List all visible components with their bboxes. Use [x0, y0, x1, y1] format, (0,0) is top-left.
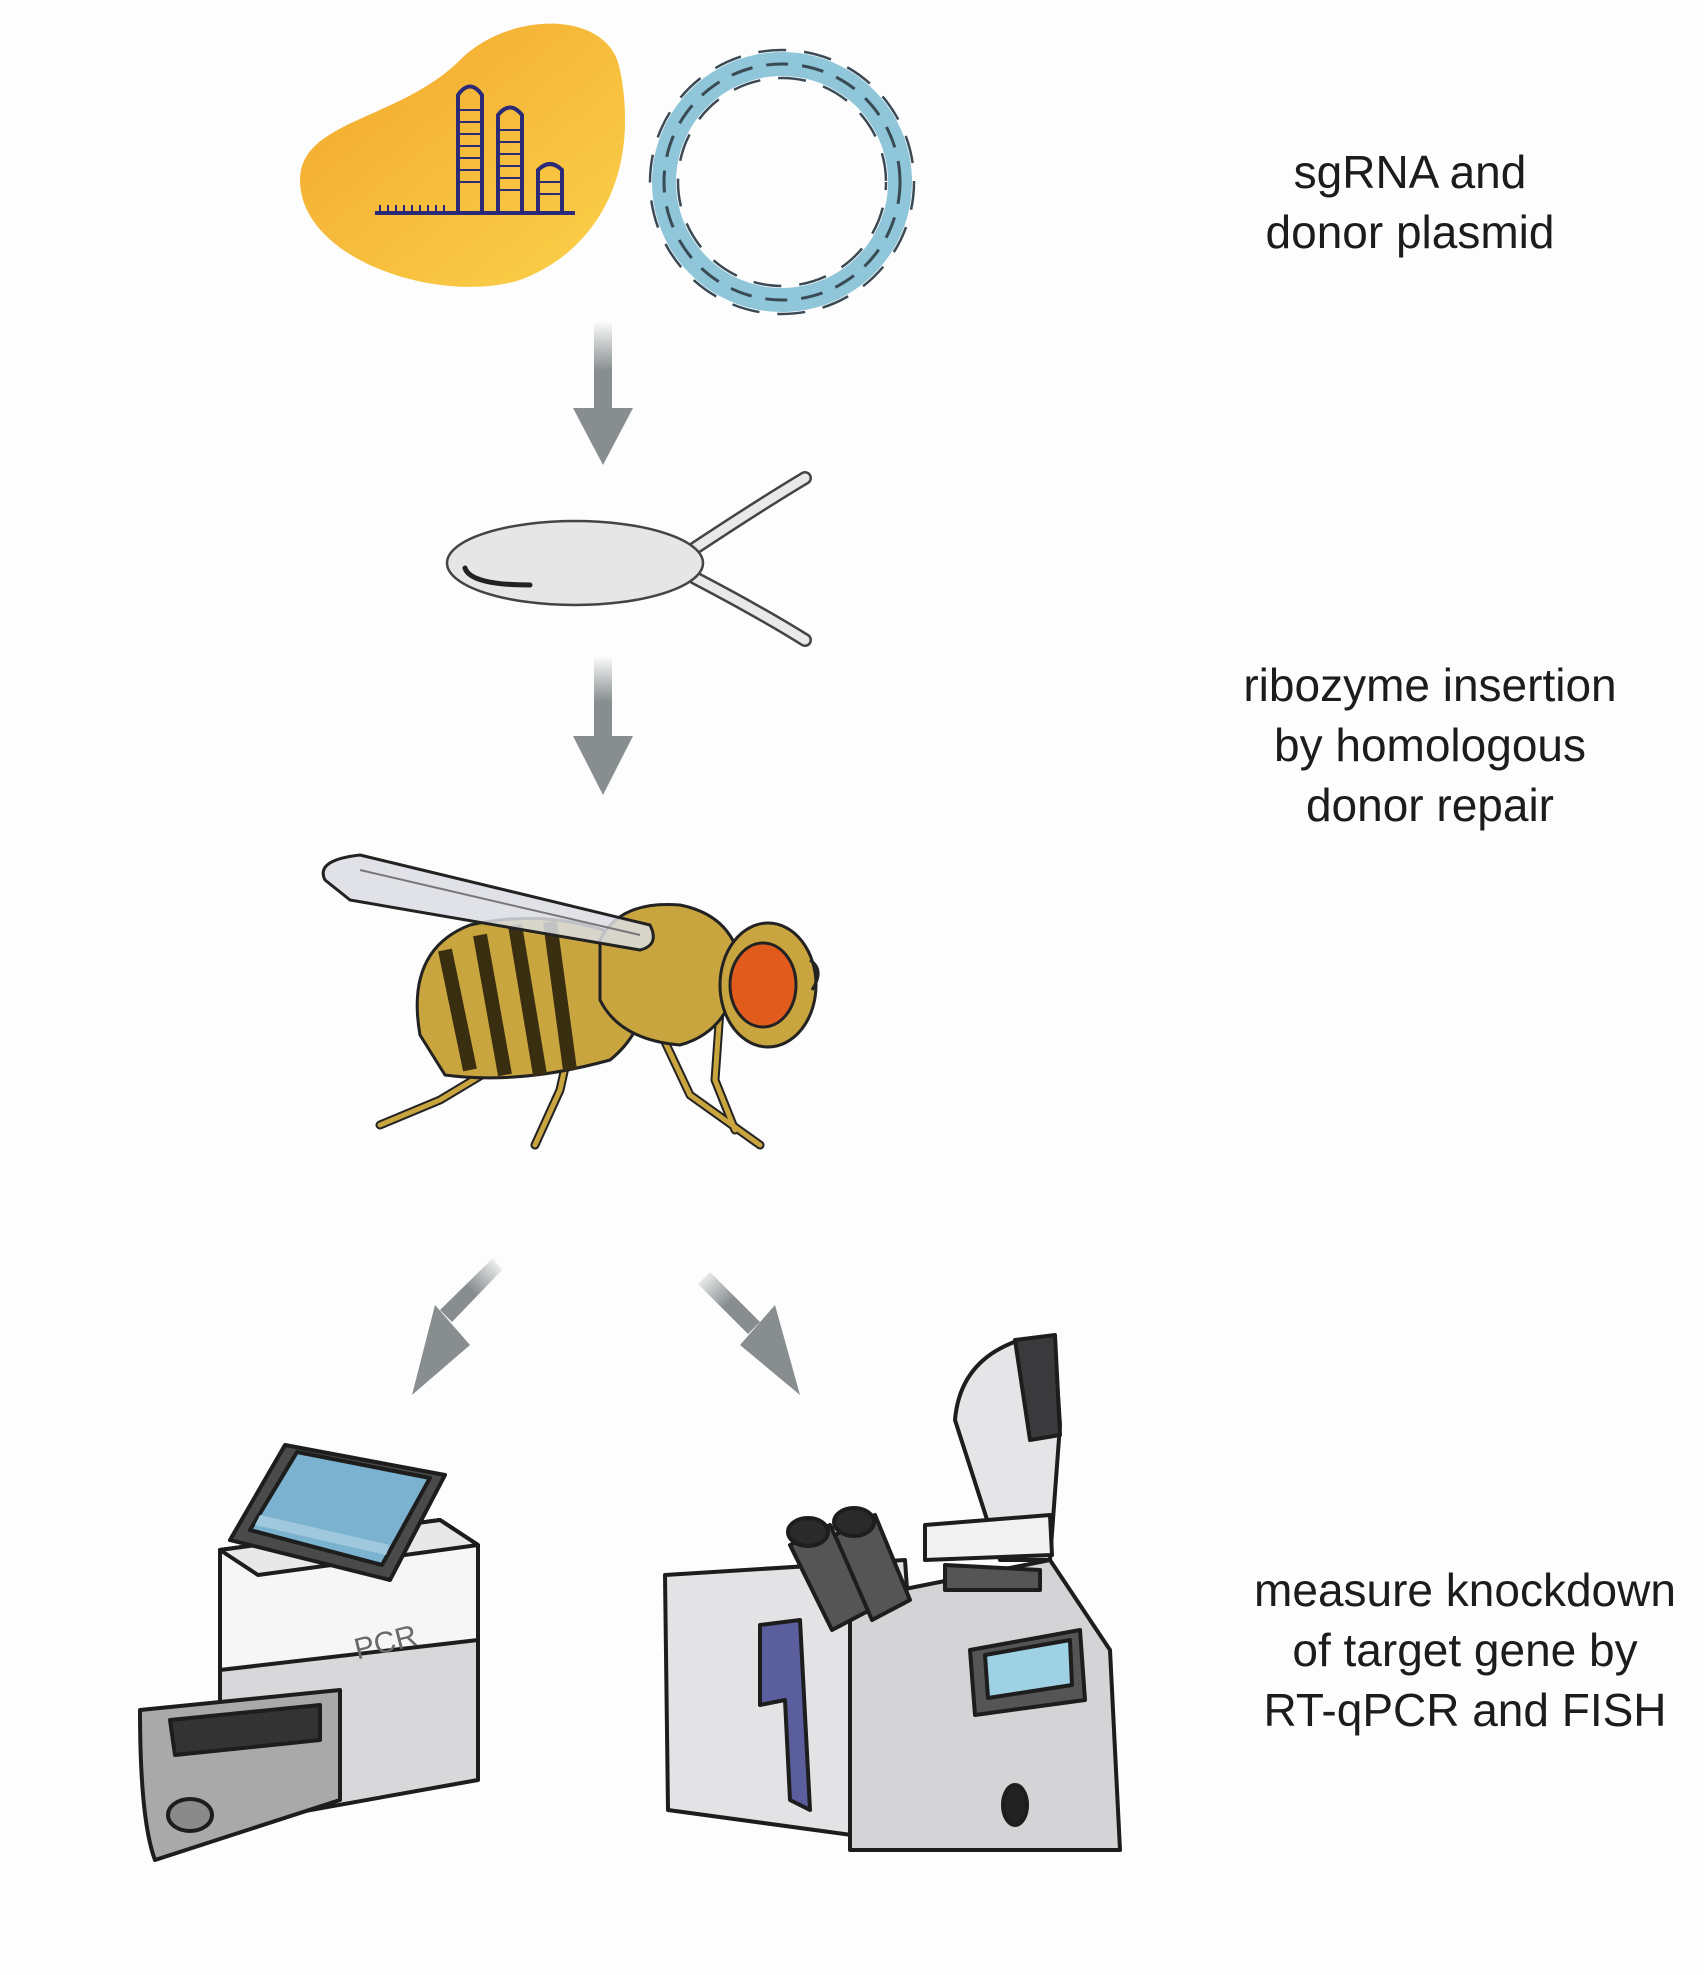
step2-line: ribozyme insertion	[1243, 659, 1617, 711]
step-label-measure-knockdown: measure knockdown of target gene by RT-q…	[1225, 1560, 1704, 1740]
step-label-ribozyme-insertion: ribozyme insertion by homologous donor r…	[1170, 655, 1690, 835]
plasmid-icon	[648, 48, 916, 316]
step1-line: sgRNA and	[1293, 146, 1527, 198]
microscope-icon	[663, 1333, 1122, 1852]
sgrna-icon	[300, 23, 626, 287]
fly-icon	[321, 853, 820, 1150]
pcr-machine-icon	[138, 1443, 480, 1862]
arrow-down-2	[573, 655, 633, 795]
arrow-down-right	[698, 1272, 800, 1395]
step2-line: by homologous	[1274, 719, 1586, 771]
step3-line: RT-qPCR and FISH	[1263, 1684, 1667, 1736]
step3-line: of target gene by	[1292, 1624, 1638, 1676]
step-label-sgrna-plasmid: sgRNA and donor plasmid	[1180, 142, 1640, 262]
step2-line: donor repair	[1305, 779, 1555, 831]
embryo-icon	[445, 471, 812, 647]
step1-line: donor plasmid	[1265, 206, 1555, 258]
arrow-down-1	[573, 320, 633, 465]
step3-line: measure knockdown	[1254, 1564, 1676, 1616]
arrow-down-left	[412, 1258, 502, 1395]
